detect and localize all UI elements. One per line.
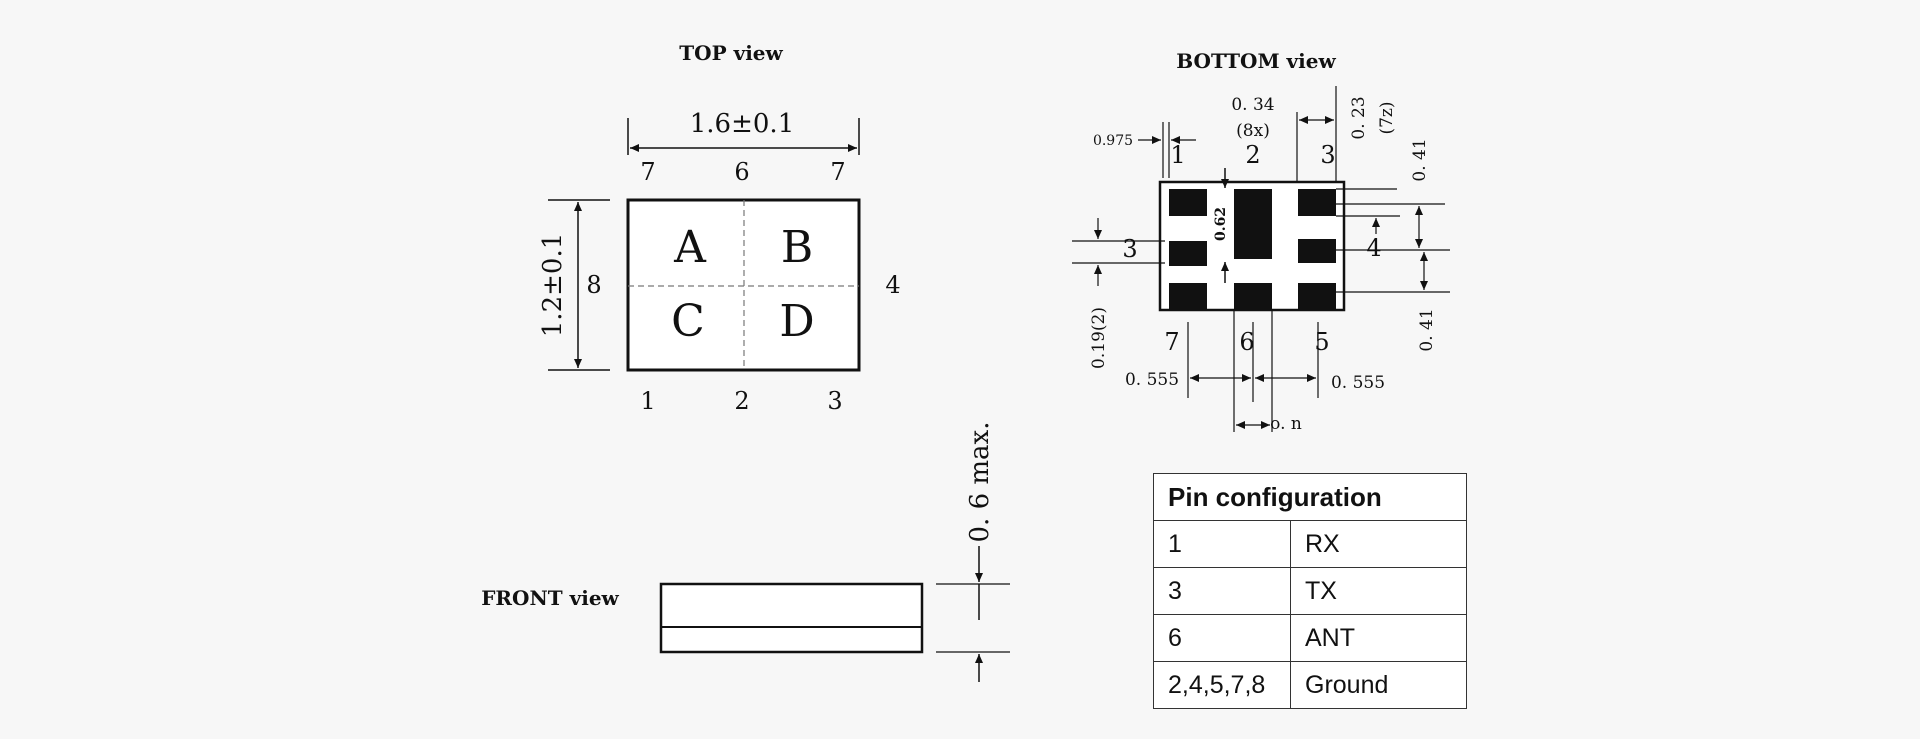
quadrant-d: D [779, 296, 814, 347]
quadrant-a: A [673, 222, 707, 273]
pin-number: 6 [1153, 614, 1291, 662]
pad-8 [1169, 241, 1207, 266]
top-view: TOP view 1.6±0.1 1.2±0.1 A B C D 7 6 7 1… [538, 41, 901, 415]
top-pin-label: 2 [734, 387, 749, 415]
bottom-pin-label: 6 [1239, 328, 1254, 356]
bottom-pin-label: 3 [1320, 141, 1335, 169]
front-view-title: FRONT view [481, 586, 619, 610]
dim-7z: (7z) [1377, 101, 1397, 134]
dim-8x: (8x) [1236, 121, 1270, 141]
dim-0975: 0.975 [1093, 133, 1133, 149]
pad-5 [1298, 283, 1336, 309]
top-pin-label: 7 [640, 158, 655, 186]
pad-6 [1234, 283, 1272, 309]
dim-041-bottom: 0. 41 [1417, 308, 1437, 351]
top-pin-label: 7 [830, 158, 845, 186]
bottom-view-title: BOTTOM view [1176, 49, 1336, 73]
pin-function: TX [1290, 567, 1467, 615]
table-row: 3 TX [1153, 567, 1467, 615]
pin-number: 2,4,5,7,8 [1153, 661, 1291, 709]
top-height-dimension: 1.2±0.1 [538, 233, 568, 337]
quadrant-c: C [671, 296, 705, 347]
top-pin-label: 3 [827, 387, 842, 415]
table-header-row: Pin configuration [1153, 473, 1467, 521]
bottom-pin-label: 2 [1245, 141, 1260, 169]
pad-3 [1298, 189, 1336, 216]
pin-function: RX [1290, 520, 1467, 568]
top-width-dimension: 1.6±0.1 [690, 109, 794, 139]
table-row: 1 RX [1153, 520, 1467, 568]
front-view-body [659, 582, 924, 654]
dim-041-top: 0. 41 [1410, 138, 1430, 181]
bottom-pin-label: 5 [1314, 328, 1329, 356]
front-height-dimension: 0. 6 max. [965, 422, 995, 543]
top-pin-label: 4 [885, 271, 900, 299]
pin-configuration-table: Pin configuration 1 RX 3 TX 6 ANT 2,4,5,… [1153, 473, 1467, 709]
top-pin-label: 1 [640, 387, 655, 415]
top-pin-label: 8 [586, 271, 601, 299]
dim-034: 0. 34 [1231, 95, 1274, 115]
table-row: 6 ANT [1153, 614, 1467, 662]
pin-function: ANT [1290, 614, 1467, 662]
pad-7 [1169, 283, 1207, 309]
pad-4 [1298, 239, 1336, 263]
bottom-pin-label: 3 [1122, 235, 1137, 263]
pad-2 [1234, 189, 1272, 259]
bottom-view: BOTTOM view 0.62 0.975 0. 34 (8x) 0. 23 … [1072, 49, 1450, 434]
pin-number: 1 [1153, 520, 1291, 568]
dim-062: 0.62 [1213, 207, 1229, 241]
dim-0555-right: 0. 555 [1331, 373, 1385, 393]
top-view-title: TOP view [679, 41, 783, 65]
front-view: FRONT view 0. 6 max. [481, 422, 1010, 682]
pad-1 [1169, 189, 1207, 216]
pin-number: 3 [1153, 567, 1291, 615]
table-row: 2,4,5,7,8 Ground [1153, 661, 1467, 709]
dim-0555-left: 0. 555 [1125, 370, 1179, 390]
quadrant-b: B [781, 222, 813, 273]
bottom-pin-label: 1 [1170, 141, 1185, 169]
top-pin-label: 6 [734, 158, 749, 186]
bottom-pin-label: 7 [1164, 328, 1179, 356]
dim-on: o. n [1270, 414, 1302, 434]
dim-023: 0. 23 [1349, 96, 1369, 139]
table-header: Pin configuration [1153, 473, 1467, 521]
dim-019: 0.19(2) [1089, 307, 1109, 369]
pin-function: Ground [1290, 661, 1467, 709]
bottom-pin-label: 4 [1366, 234, 1381, 262]
